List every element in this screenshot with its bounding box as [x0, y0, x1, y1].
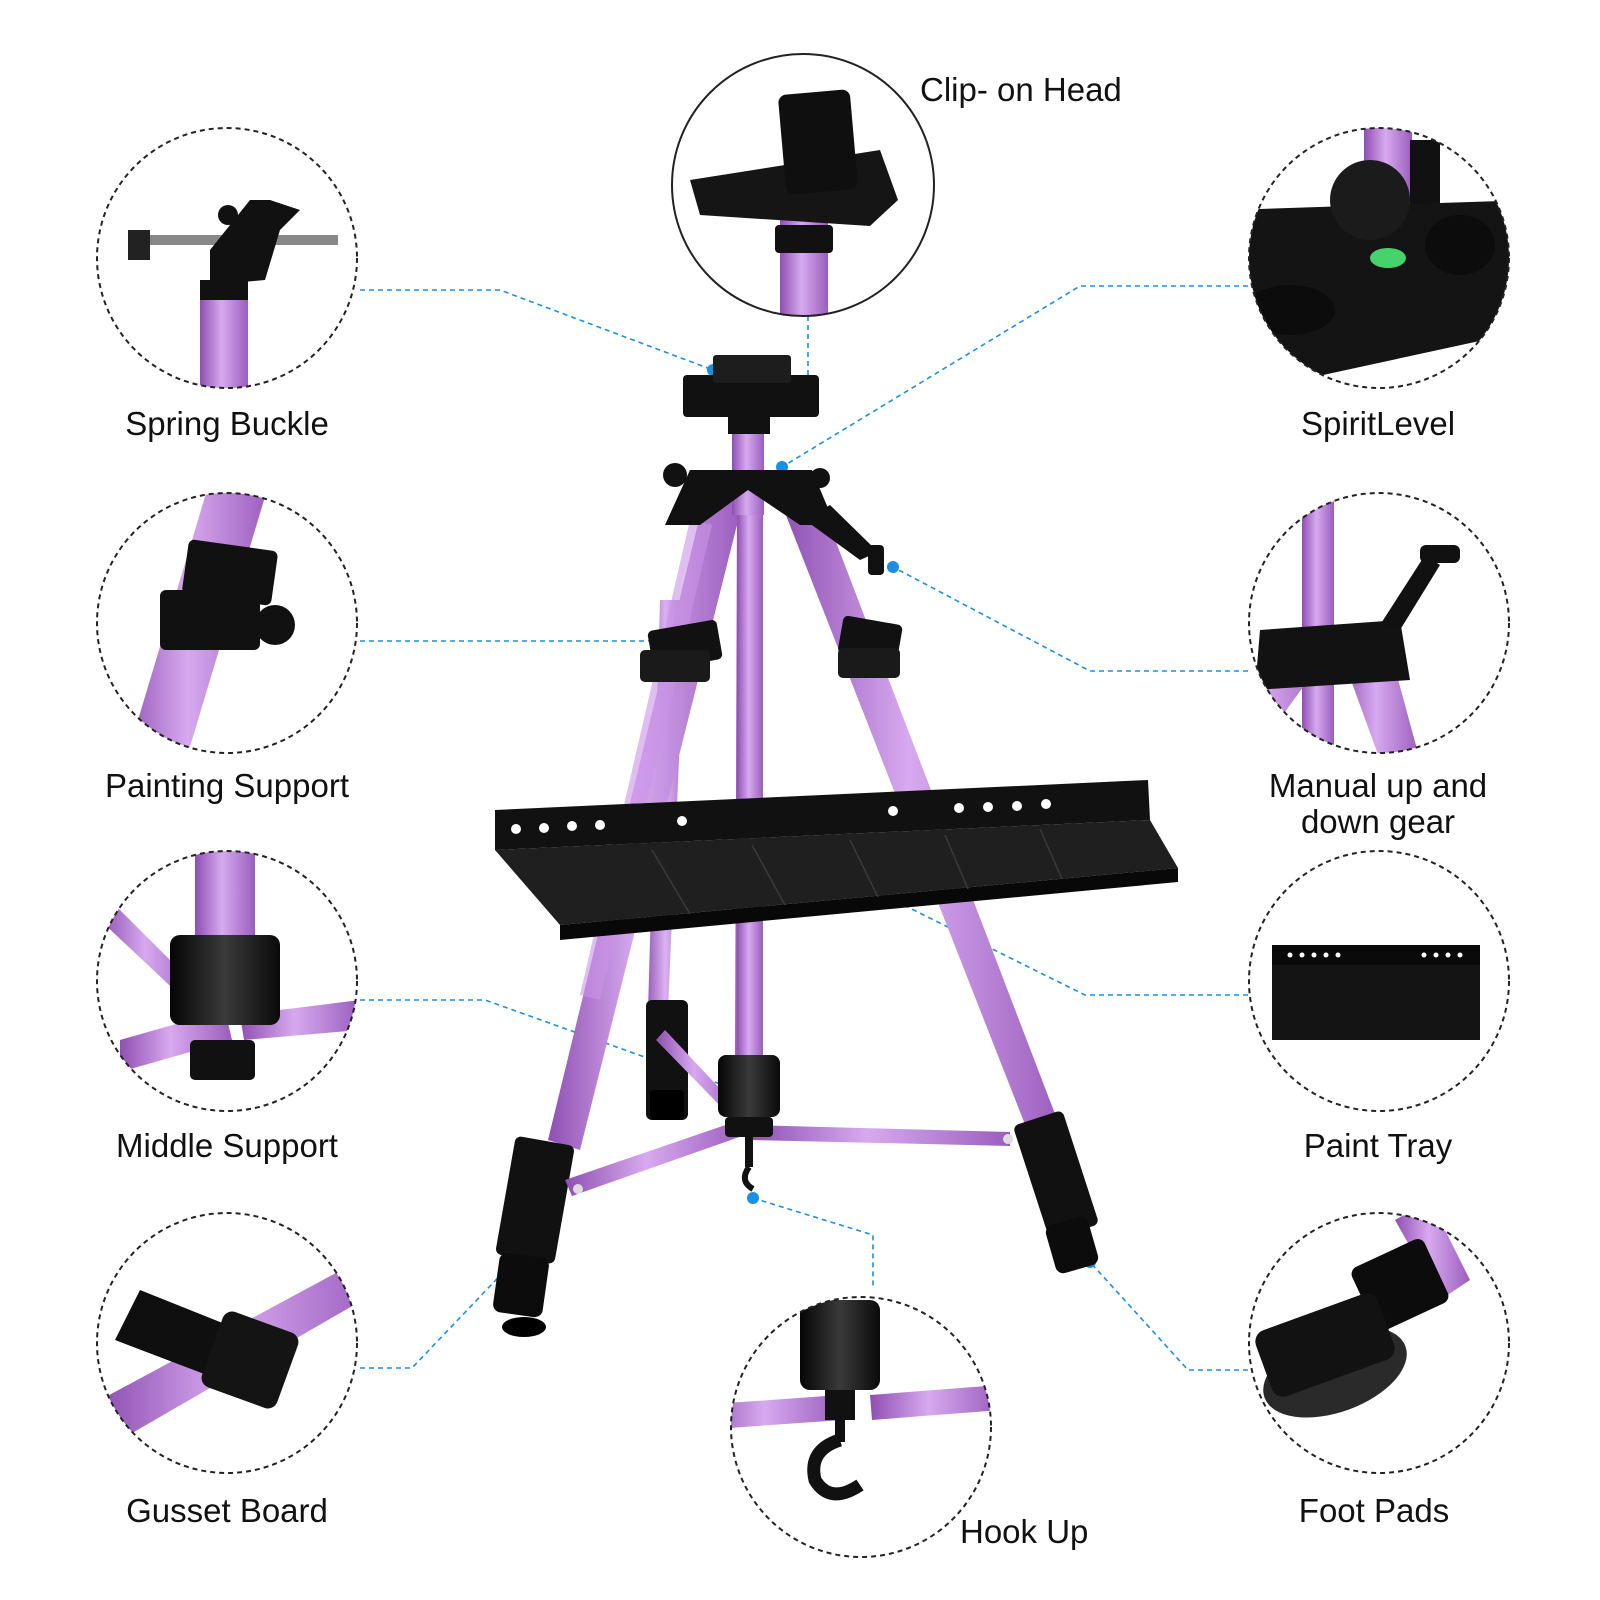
leader-spring-buckle	[360, 289, 714, 371]
detail-spirit-level	[1248, 127, 1510, 389]
easel-head	[663, 355, 884, 575]
label-gusset-board: Gusset Board	[126, 1492, 328, 1529]
leader-foot-pads	[1089, 1261, 1248, 1371]
detail-foot-pads	[1248, 1212, 1510, 1474]
leader-dot	[887, 561, 899, 573]
main-easel	[493, 355, 1178, 1337]
detail-middle-support	[96, 850, 358, 1112]
leader-dot	[747, 1192, 759, 1204]
label-manual-gear-line2: down gear	[1300, 803, 1456, 840]
detail-spring-buckle	[96, 127, 358, 389]
middle-collar	[718, 1055, 780, 1192]
label-spirit-level: SpiritLevel	[1300, 405, 1456, 442]
leader-hook-up	[752, 1197, 874, 1288]
leader-paint-tray	[834, 870, 1248, 996]
label-painting-support: Painting Support	[104, 767, 349, 804]
detail-clip-on-head	[671, 53, 935, 317]
detail-gusset-board	[96, 1212, 358, 1474]
leader-middle-support	[360, 999, 749, 1095]
detail-paint-tray	[1248, 850, 1510, 1112]
label-foot-pads: Foot Pads	[1298, 1492, 1450, 1529]
label-spring-buckle: Spring Buckle	[125, 405, 329, 442]
label-paint-tray: Paint Tray	[1303, 1127, 1453, 1164]
label-middle-support: Middle Support	[116, 1127, 338, 1164]
detail-painting-support	[96, 492, 358, 754]
leader-manual-gear	[892, 566, 1248, 672]
label-hook-up: Hook Up	[960, 1513, 1089, 1550]
spreader-braces	[565, 1030, 1013, 1196]
detail-hook-up	[730, 1296, 992, 1558]
leader-spirit-level	[781, 285, 1248, 468]
paint-tray	[495, 780, 1178, 940]
leader-lines	[360, 285, 1248, 1371]
detail-manual-gear	[1248, 492, 1510, 754]
leader-gusset-board	[360, 1261, 514, 1369]
label-manual-gear-line1: Manual up and	[1268, 767, 1488, 804]
painting-support-clamps	[640, 615, 903, 682]
label-clip-on-head: Clip- on Head	[920, 71, 1122, 108]
